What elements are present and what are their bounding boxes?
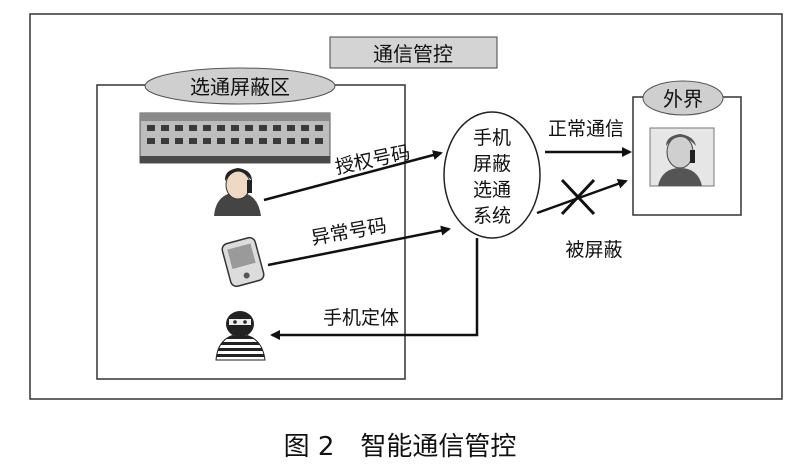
controller-line-1: 手机 — [473, 127, 511, 149]
normal-comm-label: 正常通信 — [548, 118, 624, 140]
pda-icon — [221, 236, 265, 288]
outside-label: 外界 — [663, 87, 703, 111]
zone-label-ellipse — [144, 67, 336, 105]
cross-icon — [560, 178, 596, 216]
authorized-label: 授权号码 — [333, 141, 412, 178]
abnormal-arrow — [267, 225, 451, 267]
header-label: 通信管控 — [373, 42, 453, 66]
header-label-box — [329, 36, 498, 69]
figure-caption: 图 2 智能通信管控 — [284, 432, 517, 462]
man-phone-icon — [649, 127, 715, 187]
outside-label-ellipse — [642, 80, 724, 116]
thief-icon — [215, 311, 266, 361]
controller-node — [443, 111, 541, 239]
controller-line-3: 选通 — [473, 179, 511, 201]
authorized-arrow — [263, 150, 443, 202]
locate-label: 手机定体 — [323, 307, 399, 329]
locate-arrow — [270, 238, 479, 340]
woman-phone-icon — [214, 168, 261, 216]
blocked-arrow — [536, 179, 628, 215]
controller-line-4: 系统 — [473, 205, 511, 227]
controller-line-2: 屏蔽 — [473, 153, 511, 175]
zone-label: 选通屏蔽区 — [190, 75, 290, 99]
blocked-label: 被屏蔽 — [565, 239, 622, 261]
outer-frame — [29, 13, 783, 400]
building-icon — [139, 112, 331, 164]
